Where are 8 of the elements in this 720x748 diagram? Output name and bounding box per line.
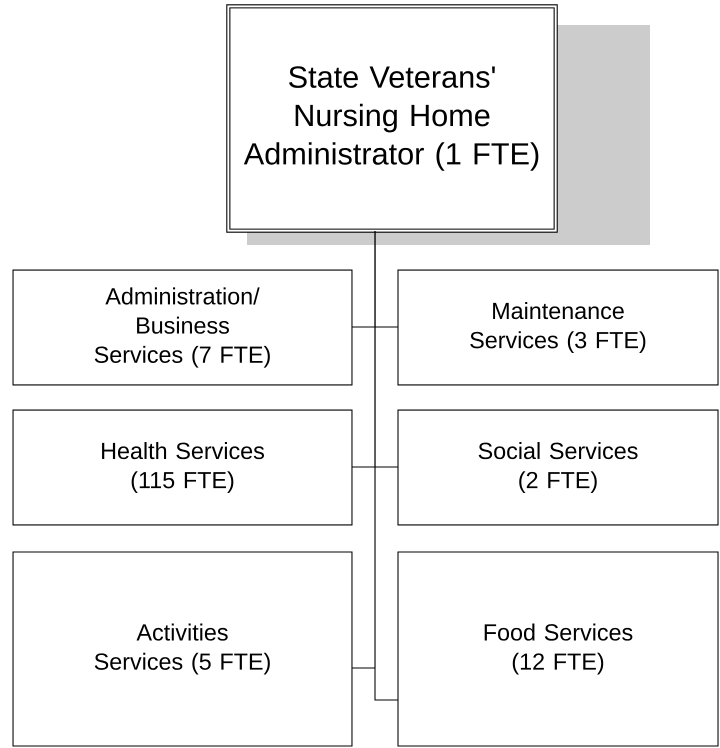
connector-line	[374, 231, 398, 701]
department-box: Food Services (12 FTE)	[397, 551, 719, 747]
title-box: State Veterans' Nursing Home Administrator (1 FTE)	[226, 4, 650, 245]
department-box: Activities Services (5 FTE)	[12, 551, 352, 747]
department-box: Health Services (115 FTE)	[12, 410, 352, 526]
department-box: Maintenance Services (3 FTE)	[397, 270, 719, 386]
department-box: Social Services (2 FTE)	[397, 410, 719, 526]
department-box: Administration/ Business Services (7 FTE)	[12, 270, 352, 386]
